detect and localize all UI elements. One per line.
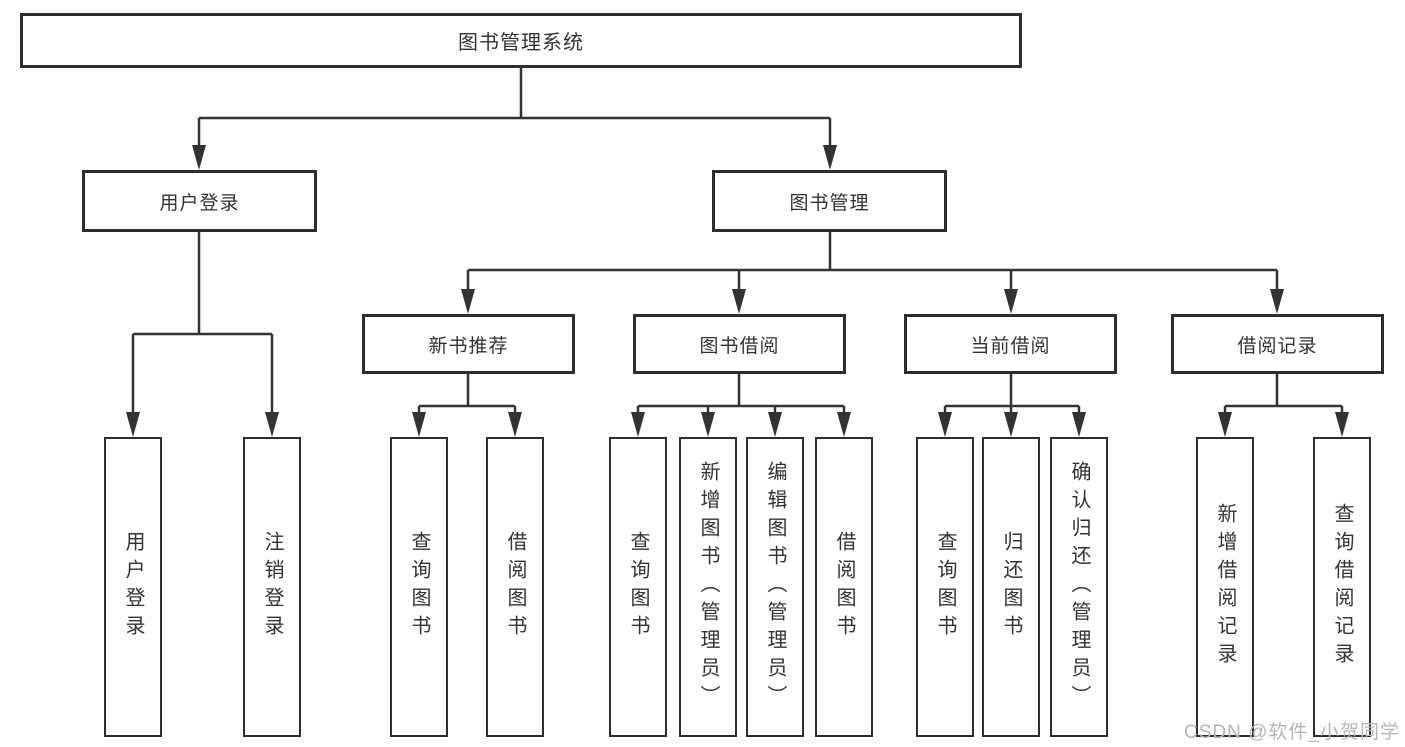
node-borrow-record: 借阅记录 — [1171, 314, 1384, 374]
leaf-borrow-edit-book-label: 编辑图书（管理员） — [764, 461, 786, 713]
leaf-record-query-label: 查询借阅记录 — [1331, 503, 1353, 671]
node-root: 图书管理系统 — [20, 13, 1022, 68]
leaf-borrow-query-book-label: 查询图书 — [627, 531, 649, 643]
node-borrow-record-label: 借阅记录 — [1237, 335, 1318, 357]
leaf-current-return-book: 归还图书 — [982, 437, 1040, 737]
leaf-borrow-add-book: 新增图书（管理员） — [679, 437, 737, 737]
leaf-logout-label: 注销登录 — [261, 531, 283, 643]
leaf-current-return-book-label: 归还图书 — [1000, 531, 1022, 643]
connector-root-to-level2 — [192, 68, 837, 170]
connector-userlogin-to-leaves — [126, 232, 279, 437]
csdn-watermark: CSDN @软件_小贺同学 — [1184, 722, 1400, 743]
node-root-label: 图书管理系统 — [458, 32, 584, 54]
node-new-book-recommend: 新书推荐 — [362, 314, 575, 374]
connector-bookborrow-to-leaves — [631, 374, 851, 437]
node-book-borrow-label: 图书借阅 — [699, 335, 780, 357]
leaf-recommend-borrow-book-label: 借阅图书 — [504, 531, 526, 643]
leaf-borrow-borrow-book-label: 借阅图书 — [833, 531, 855, 643]
leaf-user-login-label: 用户登录 — [122, 531, 144, 643]
leaf-borrow-edit-book: 编辑图书（管理员） — [746, 437, 804, 737]
leaf-borrow-borrow-book: 借阅图书 — [815, 437, 873, 737]
connector-currentborrow-to-leaves — [938, 374, 1086, 437]
leaf-user-login: 用户登录 — [104, 437, 162, 737]
connector-recommend-to-leaves — [412, 374, 522, 437]
leaf-logout: 注销登录 — [243, 437, 301, 737]
leaf-recommend-query-book: 查询图书 — [390, 437, 448, 737]
leaf-recommend-query-book-label: 查询图书 — [408, 531, 430, 643]
leaf-borrow-add-book-label: 新增图书（管理员） — [697, 461, 719, 713]
node-new-book-recommend-label: 新书推荐 — [428, 335, 509, 357]
node-book-management-label: 图书管理 — [789, 192, 870, 214]
leaf-current-confirm-return: 确认归还（管理员） — [1050, 437, 1108, 737]
leaf-current-query-book: 查询图书 — [916, 437, 974, 737]
node-current-borrow: 当前借阅 — [904, 314, 1117, 374]
node-book-borrow: 图书借阅 — [633, 314, 846, 374]
leaf-current-confirm-return-label: 确认归还（管理员） — [1068, 461, 1090, 713]
connector-borrowrecord-to-leaves — [1218, 374, 1349, 437]
leaf-record-add-label: 新增借阅记录 — [1214, 503, 1236, 671]
leaf-current-query-book-label: 查询图书 — [934, 531, 956, 643]
node-user-login: 用户登录 — [82, 170, 317, 232]
leaf-borrow-query-book: 查询图书 — [609, 437, 667, 737]
leaf-record-query: 查询借阅记录 — [1313, 437, 1371, 737]
node-user-login-label: 用户登录 — [159, 192, 240, 214]
node-current-borrow-label: 当前借阅 — [970, 335, 1051, 357]
leaf-recommend-borrow-book: 借阅图书 — [486, 437, 544, 737]
connector-bookmgmt-to-level3 — [461, 232, 1284, 314]
node-book-management: 图书管理 — [712, 170, 947, 232]
leaf-record-add: 新增借阅记录 — [1196, 437, 1254, 737]
